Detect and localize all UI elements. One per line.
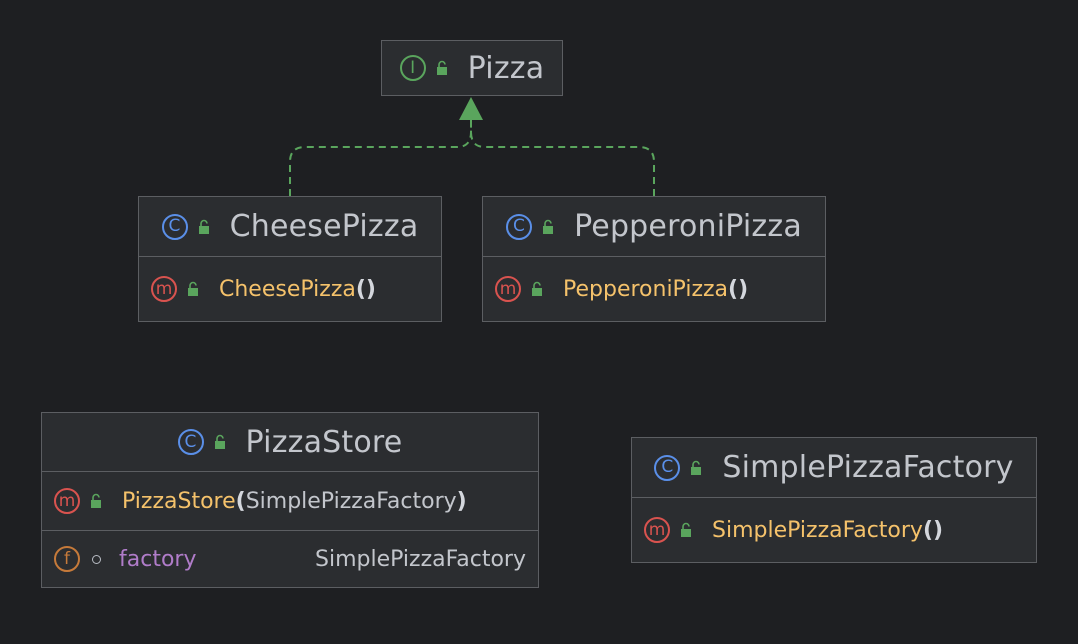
field-type: SimplePizzaFactory — [315, 546, 526, 572]
pizzastore-class-node[interactable]: C PizzaStore m PizzaStore(SimplePizzaFac… — [41, 412, 539, 588]
method-icon: m — [495, 276, 521, 302]
pizzastore-field-row[interactable]: f factory SimplePizzaFactory — [42, 530, 538, 587]
field-name: factory — [119, 546, 197, 572]
cheesepizza-name: CheesePizza — [229, 209, 419, 244]
class-icon: C — [177, 429, 204, 455]
pizzastore-header: C PizzaStore — [42, 413, 538, 471]
close-paren: ) — [456, 488, 467, 514]
pepperonipizza-implements-pizza-edge — [470, 120, 655, 196]
pepperonipizza-class-node[interactable]: C PepperoniPizza m PepperoniPizza() — [482, 196, 826, 322]
public-lock-icon — [91, 493, 101, 508]
cheesepizza-class-node[interactable]: C CheesePizza m CheesePizza() — [138, 196, 442, 322]
public-lock-icon — [681, 522, 691, 537]
method-name: PepperoniPizza — [563, 276, 729, 302]
method-name: PizzaStore — [122, 488, 236, 514]
pizza-name: Pizza — [467, 50, 545, 86]
pizzastore-constructor-row[interactable]: m PizzaStore(SimplePizzaFactory) — [42, 471, 538, 530]
method-parens: () — [728, 276, 749, 302]
cheesepizza-implements-pizza-edge — [289, 120, 472, 196]
method-name: CheesePizza — [219, 276, 356, 302]
class-icon: C — [654, 454, 681, 481]
simplepizzafactory-class-node[interactable]: C SimplePizzaFactory m SimplePizzaFactor… — [631, 437, 1037, 563]
method-icon: m — [644, 517, 670, 543]
public-lock-icon — [691, 460, 702, 475]
method-parens: () — [922, 517, 944, 543]
public-lock-icon — [214, 434, 225, 449]
simplepizzafactory-header: C SimplePizzaFactory — [632, 438, 1036, 497]
class-icon: C — [161, 213, 188, 240]
pepperonipizza-header: C PepperoniPizza — [483, 197, 825, 256]
public-lock-icon — [543, 219, 554, 234]
cheesepizza-constructor-row[interactable]: m CheesePizza() — [139, 256, 441, 321]
method-name: SimplePizzaFactory — [712, 517, 923, 543]
class-icon: C — [506, 213, 533, 240]
pizza-header: I Pizza — [382, 41, 562, 95]
pepperonipizza-name: PepperoniPizza — [574, 209, 802, 244]
public-lock-icon — [188, 281, 198, 296]
public-lock-icon — [436, 60, 447, 75]
method-icon: m — [151, 276, 177, 302]
cheesepizza-header: C CheesePizza — [139, 197, 441, 256]
public-lock-icon — [532, 281, 542, 296]
pizzastore-name: PizzaStore — [245, 424, 403, 460]
field-icon: f — [54, 546, 80, 572]
package-private-icon — [92, 554, 101, 564]
simplepizzafactory-name: SimplePizzaFactory — [722, 450, 1014, 485]
param-type: SimplePizzaFactory — [245, 488, 457, 514]
interface-icon: I — [399, 55, 426, 81]
simplepizzafactory-constructor-row[interactable]: m SimplePizzaFactory() — [632, 497, 1036, 562]
realization-arrowhead — [459, 97, 483, 120]
method-parens: () — [355, 276, 376, 302]
public-lock-icon — [198, 219, 209, 234]
pepperonipizza-constructor-row[interactable]: m PepperoniPizza() — [483, 256, 825, 321]
method-icon: m — [54, 488, 80, 514]
pizza-interface-node[interactable]: I Pizza — [381, 40, 563, 96]
open-paren: ( — [235, 488, 246, 514]
